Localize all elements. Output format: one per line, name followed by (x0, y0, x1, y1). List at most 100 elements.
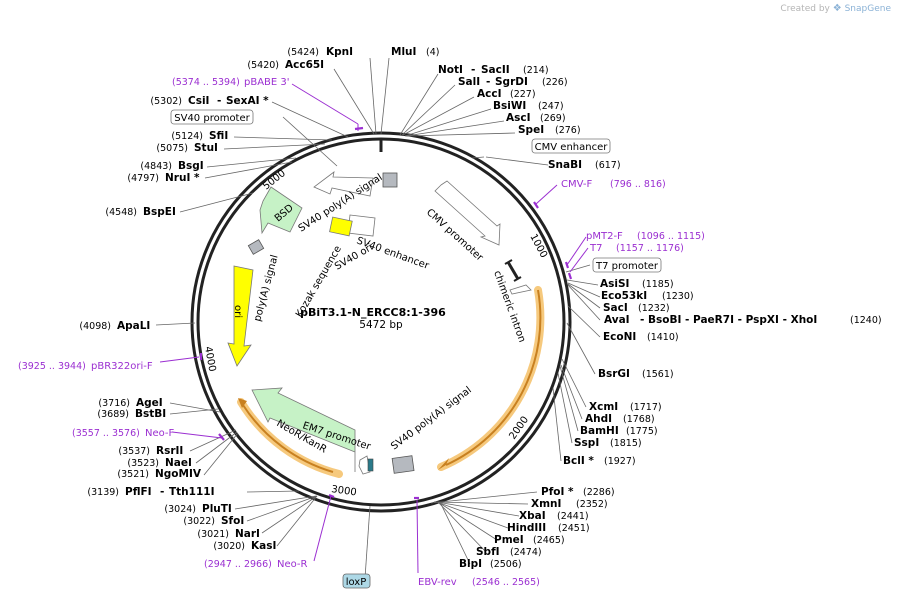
enzyme-xbai[interactable]: XbaI (519, 510, 546, 522)
enzyme-econi[interactable]: EcoNI (603, 331, 636, 343)
intron-cap-top (504, 259, 513, 265)
tick-label-1000: 1000 (527, 232, 549, 260)
enzyme-saci[interactable]: SacI (603, 302, 628, 314)
primer-pbr322ori-f[interactable]: pBR322ori-F (91, 361, 153, 372)
enzyme-pos-sspi: (1815) (610, 438, 642, 449)
enzyme-pos-bamhi: (1775) (626, 426, 658, 437)
enzyme-bstbi[interactable]: BstBI (135, 408, 166, 420)
sv40-ori-box (329, 216, 353, 237)
enzyme-blpi[interactable]: BlpI (459, 558, 482, 570)
enzyme-asisi[interactable]: AsiSI (600, 278, 629, 290)
enzyme-acci[interactable]: AccI (477, 88, 501, 100)
enzyme-pos-nari: (3021) (197, 529, 229, 540)
primer-cmv-f[interactable]: CMV-F (561, 179, 592, 190)
cmv-promoter-arrow (434, 180, 501, 246)
boxed-label-sv40-promoter: SV40 promoter (170, 109, 254, 125)
tick-label-3000: 3000 (331, 484, 358, 498)
neo-orf-arrow (242, 404, 334, 473)
enzyme-noti[interactable]: NotI (438, 64, 463, 76)
enzyme-sgrdi[interactable]: SgrDI (495, 76, 528, 88)
enzyme-bsiwi[interactable]: BsiWI (493, 100, 526, 112)
enzyme-separator-csii: - (217, 95, 221, 107)
enzyme-sbfi[interactable]: SbfI (476, 546, 500, 558)
enzyme-kpni[interactable]: KpnI (326, 46, 353, 58)
primer-range-pbr322ori-f: (3925 .. 3944) (18, 361, 86, 372)
enzyme-pos-pflfi: (3139) (87, 487, 119, 498)
enzyme-apali[interactable]: ApaLI (117, 320, 150, 332)
enzyme-sacii[interactable]: SacII (481, 64, 510, 76)
enzyme-tth111i[interactable]: Tth111I (169, 486, 214, 498)
primer-ebv-rev[interactable]: EBV-rev (418, 577, 457, 588)
enzyme-agei[interactable]: AgeI (136, 397, 163, 409)
kozak-box (367, 458, 374, 472)
enzyme-sali[interactable]: SalI (458, 76, 480, 88)
enzyme-pos-bcli: (1927) (604, 456, 636, 467)
primer-range-cmv-f: (796 .. 816) (610, 179, 666, 190)
enzyme-pmei[interactable]: PmeI (494, 534, 524, 546)
enzyme-sfoi[interactable]: SfoI (221, 515, 244, 527)
enzyme-bsrgi[interactable]: BsrGI (598, 368, 630, 380)
enzyme-ngomiv[interactable]: NgoMIV (155, 468, 202, 480)
primer-range-ebv-rev: (2546 .. 2565) (472, 577, 540, 588)
enzyme-mlui[interactable]: MluI (391, 46, 416, 58)
primer-range-pmt2-f: (1096 .. 1115) (637, 231, 705, 242)
enzyme-pos-bstbi: (3689) (97, 409, 129, 420)
enzyme-pos-blpi: (2506) (490, 559, 522, 570)
enzyme-pos-pluti: (3024) (164, 504, 196, 515)
enzyme-kasi[interactable]: KasI (251, 540, 276, 552)
snapgene-logo-icon: ❖ (832, 3, 842, 14)
feature-sv40-polya-bottom: SV40 poly(A) signal (389, 385, 474, 453)
enzyme-stui[interactable]: StuI (194, 142, 218, 154)
enzyme-bamhi[interactable]: BamHI (580, 425, 619, 437)
enzyme-separator-sali: - (486, 76, 490, 88)
enzyme-pluti[interactable]: PluTI (202, 503, 232, 515)
primer-pmt2-f[interactable]: pMT2-F (586, 231, 623, 242)
primer-t7[interactable]: T7 (589, 243, 602, 254)
enzyme-pos-ahdi: (1768) (623, 414, 655, 425)
credit-prefix: Created by (780, 4, 830, 14)
enzyme-eco53ki[interactable]: Eco53kI (601, 290, 647, 302)
enzyme-pos-bsiwi: (247) (538, 101, 564, 112)
enzyme-snabi[interactable]: SnaBI (548, 159, 582, 171)
enzyme-separator-noti: - (471, 64, 475, 76)
sv40-polya-arrow-top (313, 171, 374, 197)
enzyme-nrui[interactable]: NruI * (165, 172, 200, 184)
enzyme-xcmi[interactable]: XcmI (589, 401, 618, 413)
chimeric-intron-arrow (509, 284, 532, 295)
enzyme-pos-noti: (214) (523, 65, 549, 76)
plasmid-length: 5472 bp (359, 319, 403, 331)
enzyme-sexai[interactable]: SexAI * (226, 95, 269, 107)
enzyme-bsobi-paer7i-pspxi-xhoi[interactable]: - BsoBI - PaeR7I - PspXI - XhoI (640, 314, 817, 326)
enzyme-pfoi[interactable]: PfoI * (541, 486, 574, 498)
primer-neo-f[interactable]: Neo-F (145, 428, 175, 439)
intron-cap-bottom (513, 276, 522, 282)
enzyme-acc65i[interactable]: Acc65I (285, 59, 324, 71)
enzyme-spei[interactable]: SpeI (518, 124, 544, 136)
enzyme-csii[interactable]: CsiI (188, 95, 209, 107)
enzyme-naei[interactable]: NaeI (165, 457, 192, 469)
primer-neo-r[interactable]: Neo-R (277, 559, 308, 570)
primer-pbabe3[interactable]: pBABE 3' (244, 77, 290, 88)
enzyme-avai[interactable]: AvaI (604, 314, 630, 326)
sv40-enhancer-arrow (347, 214, 376, 237)
enzyme-xmni[interactable]: XmnI (531, 498, 561, 510)
enzyme-sfii[interactable]: SfiI (209, 130, 228, 142)
created-by-credit[interactable]: Created by ❖ SnapGene (780, 3, 891, 14)
enzyme-pos-stui: (5075) (156, 143, 188, 154)
enzyme-pos-acc65i: (5420) (247, 60, 279, 71)
enzyme-bcli[interactable]: BclI * (563, 455, 594, 467)
enzyme-ahdi[interactable]: AhdI (585, 413, 612, 425)
enzyme-bsgi[interactable]: BsgI (178, 160, 204, 172)
enzyme-pos-xmni: (2352) (576, 499, 608, 510)
enzyme-hindiii[interactable]: HindIII (507, 522, 546, 534)
enzyme-asci[interactable]: AscI (506, 112, 531, 124)
enzyme-pos-saci: (1232) (638, 303, 670, 314)
enzyme-sspi[interactable]: SspI (574, 437, 599, 449)
enzyme-rsrii[interactable]: RsrII (156, 445, 183, 457)
boxed-text-cmv-enhancer: CMV enhancer (535, 142, 609, 153)
enzyme-pos-nrui: (4797) (127, 173, 159, 184)
enzyme-bspei[interactable]: BspEI (143, 206, 176, 218)
enzyme-nari[interactable]: NarI (235, 528, 260, 540)
enzyme-pflfi[interactable]: PflFI (125, 486, 152, 498)
